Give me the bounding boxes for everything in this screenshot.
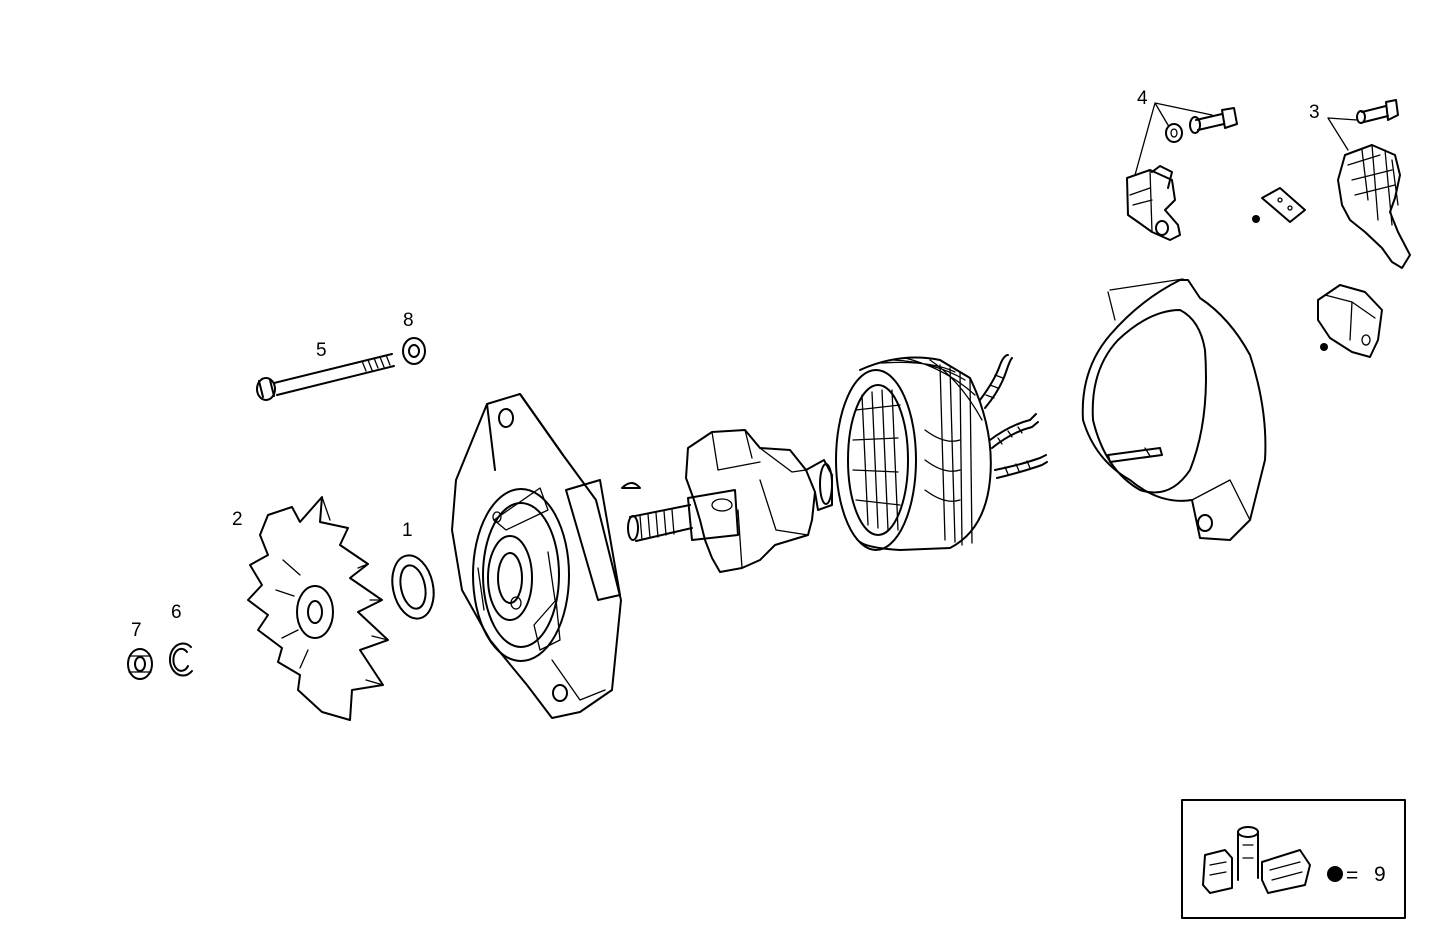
nut-7 [127,648,153,680]
legend-equals-sign: = [1346,864,1358,887]
callout-2: 2 [232,509,243,530]
callout-3: 3 [1309,102,1320,123]
woodruff-key [621,482,641,489]
callout-5: 5 [316,340,327,361]
drive-end-housing [451,393,622,719]
brush-plate [1252,187,1306,223]
leader-lines [1134,102,1358,176]
brush-holder-4 [1126,107,1238,241]
callout-7: 7 [131,620,142,641]
callout-1: 1 [402,520,413,541]
rotor [627,429,833,573]
rear-housing [1081,278,1267,541]
legend-box [1181,799,1406,919]
spacer-ring-1 [391,554,435,620]
callout-8: 8 [403,310,414,331]
cooling-fan [247,496,389,721]
voltage-regulator-3 [1337,99,1411,269]
nut-8 [402,337,426,365]
legend-number: 9 [1374,863,1386,886]
callout-6: 6 [171,602,182,623]
stator [835,354,1048,551]
regulator-alternate [1317,284,1383,358]
callout-4: 4 [1137,88,1148,109]
through-bolt [256,353,395,401]
spring-washer-6 [168,642,193,677]
